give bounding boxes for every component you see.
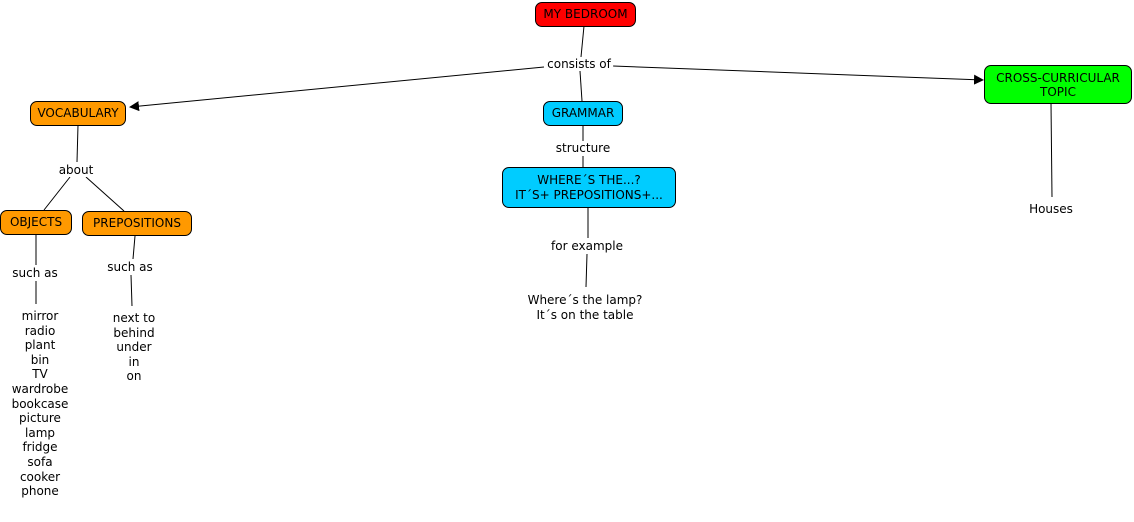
link-root-to-consists xyxy=(580,25,585,58)
link-for-example-to-example xyxy=(585,253,588,288)
node-cross-curricular-topic[interactable]: CROSS-CURRICULAR TOPIC xyxy=(984,65,1132,104)
link-label-consists-of: consists of xyxy=(545,57,613,71)
link-consists-to-cross-curricular xyxy=(612,65,984,85)
objects-list: mirror radio plant bin TV wardrobe bookc… xyxy=(11,309,69,499)
link-label-structure: structure xyxy=(553,141,613,155)
node-grammar-structure[interactable]: WHERE´S THE...? IT´S+ PREPOSITIONS+... xyxy=(502,167,676,208)
link-about-to-prepositions xyxy=(85,176,125,212)
link-label-objects-such-as: such as xyxy=(10,266,60,280)
link-cross-curricular-to-houses xyxy=(1050,102,1053,198)
link-consists-to-grammar xyxy=(579,70,583,102)
link-prepositions-to-such-as xyxy=(132,235,136,260)
node-my-bedroom[interactable]: MY BEDROOM xyxy=(535,2,636,27)
link-label-prepositions-such-as: such as xyxy=(105,260,155,274)
link-about-to-objects xyxy=(43,176,71,211)
link-label-for-example: for example xyxy=(549,239,625,253)
link-consists-to-vocabulary xyxy=(129,66,545,112)
topic-houses: Houses xyxy=(1029,202,1073,216)
link-label-about: about xyxy=(56,163,96,177)
prepositions-list: next to behind under in on xyxy=(112,311,156,384)
node-grammar[interactable]: GRAMMAR xyxy=(543,101,623,126)
node-vocabulary[interactable]: VOCABULARY xyxy=(30,101,126,126)
grammar-example: Where´s the lamp? It´s on the table xyxy=(527,293,643,322)
node-objects[interactable]: OBJECTS xyxy=(0,210,72,235)
link-such-as-to-prepositions-list xyxy=(130,274,133,307)
link-vocabulary-to-about xyxy=(76,124,79,163)
node-prepositions[interactable]: PREPOSITIONS xyxy=(82,211,192,236)
